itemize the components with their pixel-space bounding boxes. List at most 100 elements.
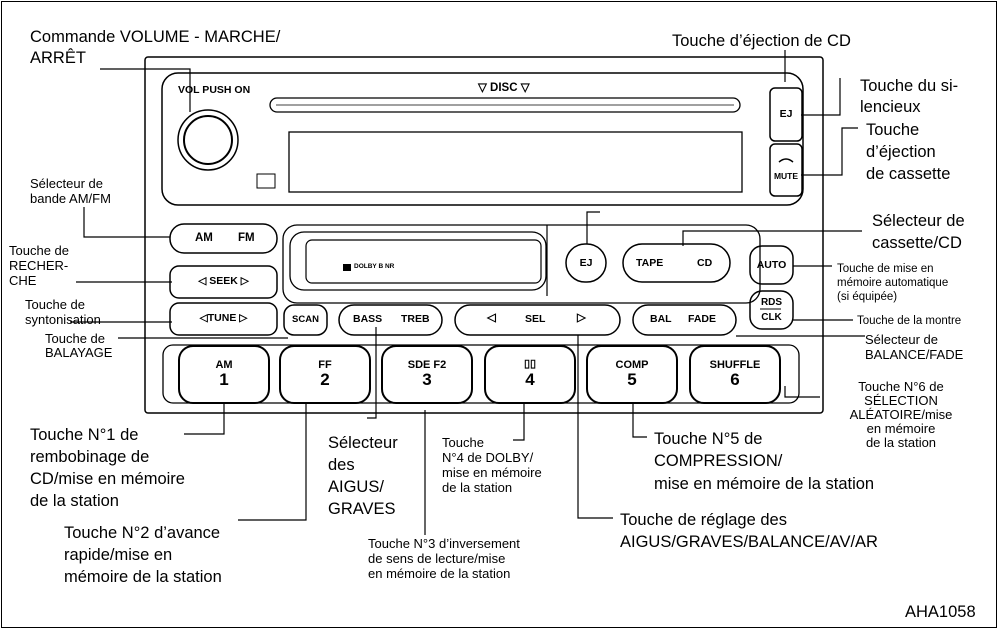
callout-sel-line2: AIGUS/GRAVES/BALANCE/AV/AR: [620, 533, 878, 551]
callout-cassette-eject-line3: de cassette: [866, 165, 951, 183]
callout-preset2-line3: mémoire de la station: [64, 568, 222, 586]
rds-clk-button-shape: [749, 290, 794, 330]
callout-preset6-line1: Touche N°6 de: [858, 379, 944, 394]
callout-preset6-line5: de la station: [865, 435, 937, 450]
preset-2-shape: [279, 345, 371, 404]
preset-3-shape: [381, 345, 473, 404]
vol-push-on-label: VOL PUSH ON: [178, 84, 251, 96]
callout-seek-line1: Touche de: [9, 243, 69, 258]
callout-cassette-eject-line2: d’éjection: [866, 143, 936, 161]
tune-button-shape: [169, 302, 278, 336]
bass-treb-button-shape: [338, 304, 443, 336]
callout-preset6-line2: SÉLECTION: [864, 393, 938, 408]
callout-preset4-line2: N°4 de DOLBY/: [442, 450, 534, 465]
fade-button[interactable]: FADE: [688, 313, 717, 325]
cassette-door: [305, 239, 542, 284]
callout-clock: Touche de la montre: [857, 315, 962, 327]
preset-bar: [162, 344, 800, 404]
bass-button[interactable]: BASS: [353, 313, 383, 325]
callout-tune-line1: Touche de: [25, 297, 85, 312]
callout-auto-line2: mémoire automatique: [837, 277, 949, 289]
callout-tape-cd-line2: cassette/CD: [872, 234, 962, 252]
radio-faceplate: [144, 56, 824, 414]
tape-cd-button-shape: [622, 243, 731, 283]
fm-button[interactable]: FM: [238, 232, 255, 244]
callout-preset5-line3: mise en mémoire de la station: [654, 475, 875, 493]
preset-5-top[interactable]: COMP: [615, 359, 649, 371]
tape-eject-button-shape: [565, 243, 607, 283]
callout-preset6-line3: ALÉATOIRE/mise: [849, 407, 953, 422]
callout-preset4-line4: de la station: [442, 480, 513, 495]
callout-preset4-line3: mise en mémoire: [442, 465, 542, 480]
am-button[interactable]: AM: [195, 232, 213, 244]
preset-6-number[interactable]: 6: [730, 370, 740, 389]
preset-3-top[interactable]: SDE F2: [407, 359, 447, 371]
preset-4-number[interactable]: 4: [525, 370, 535, 389]
sel-button-shape: [454, 304, 621, 336]
cd-button[interactable]: CD: [697, 257, 713, 269]
dolby-nr-label: DOLBY B NR: [354, 263, 395, 270]
callout-bal-fade-line2: BALANCE/FADE: [865, 347, 964, 362]
tape-eject-button[interactable]: EJ: [579, 257, 593, 269]
callout-preset5-line1: Touche N°5 de: [654, 430, 763, 448]
callout-preset2-line2: rapide/mise en: [64, 546, 173, 564]
callout-volume-line1: Commande VOLUME - MARCHE/: [30, 28, 281, 46]
preset-2-number[interactable]: 2: [320, 370, 330, 389]
tape-button[interactable]: TAPE: [636, 257, 664, 269]
callout-preset4-line1: Touche: [442, 435, 484, 450]
radio-upper-panel: [161, 72, 804, 206]
mute-button[interactable]: MUTE: [773, 171, 799, 181]
volume-knob: [183, 115, 233, 165]
rds-label[interactable]: RDS: [760, 297, 783, 308]
tune-button[interactable]: ◁TUNE ▷: [199, 312, 248, 324]
preset-5-shape: [586, 345, 678, 404]
figure-id: AHA1058: [905, 603, 976, 621]
callout-bass-treb-line4: GRAVES: [328, 500, 396, 518]
callout-bal-fade-line1: Sélecteur de: [865, 332, 938, 347]
auto-button[interactable]: AUTO: [756, 259, 787, 271]
disc-label: ▽ DISC ▽: [478, 82, 530, 94]
sel-right-icon[interactable]: ▷: [577, 312, 586, 324]
cd-logo: [256, 173, 276, 189]
callout-bass-treb-line2: des: [328, 456, 355, 474]
leader-lines: [70, 50, 865, 535]
preset-2-top[interactable]: FF: [318, 359, 332, 371]
preset-1-number[interactable]: 1: [219, 370, 229, 389]
seek-button[interactable]: ◁ SEEK ▷: [198, 275, 249, 287]
callout-sel-line1: Touche de réglage des: [620, 511, 787, 529]
auto-button-shape: [749, 245, 794, 285]
cassette-slot: [289, 231, 547, 291]
cassette-panel: [282, 224, 761, 304]
preset-1-top[interactable]: AM: [215, 359, 233, 371]
callout-preset6-line4: en mémoire: [866, 421, 936, 436]
callout-preset1-line3: CD/mise en mémoire: [30, 470, 185, 488]
preset-3-number[interactable]: 3: [422, 370, 432, 389]
callout-seek-line3: CHE: [9, 273, 37, 288]
bal-button[interactable]: BAL: [650, 313, 672, 325]
callout-preset3-line3: en mémoire de la station: [368, 566, 511, 581]
callout-band-line1: Sélecteur de: [30, 176, 103, 191]
callout-preset5-line2: COMPRESSION/: [654, 452, 783, 470]
preset-5-number[interactable]: 5: [627, 370, 637, 389]
preset-6-top[interactable]: SHUFFLE: [709, 359, 761, 371]
sel-button[interactable]: SEL: [525, 313, 546, 325]
callout-mute-line2: lencieux: [860, 98, 921, 116]
treb-button[interactable]: TREB: [401, 313, 430, 325]
mute-button-shape: [769, 143, 803, 197]
callout-preset3-line1: Touche N°3 d’inversement: [368, 536, 520, 551]
callout-scan-line1: Touche de: [45, 331, 105, 346]
clk-button[interactable]: CLK: [761, 312, 782, 323]
scan-button-shape: [283, 304, 328, 336]
sel-left-icon[interactable]: ◁: [487, 312, 496, 324]
preset-4-top[interactable]: ▯▯: [523, 358, 537, 370]
preset-6-shape: [689, 345, 781, 404]
scan-button[interactable]: SCAN: [292, 314, 319, 325]
callout-preset1-line1: Touche N°1 de: [30, 426, 139, 444]
cd-eject-button[interactable]: EJ: [779, 108, 793, 120]
callout-auto-line3: (si équipée): [837, 291, 898, 303]
am-fm-button-shape: [169, 223, 278, 254]
volume-knob-ring: [177, 109, 239, 171]
